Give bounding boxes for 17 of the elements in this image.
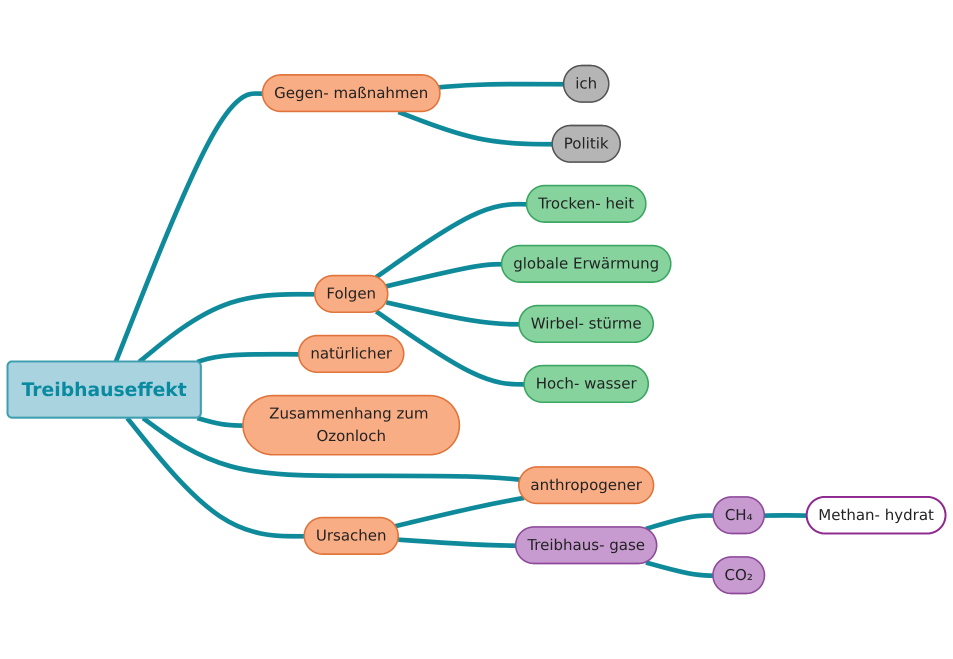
connector bbox=[386, 262, 502, 289]
connector bbox=[374, 310, 525, 387]
connector bbox=[439, 82, 564, 90]
connector bbox=[196, 416, 244, 428]
connector bbox=[394, 496, 524, 528]
connector bbox=[142, 416, 521, 482]
connector bbox=[398, 110, 553, 147]
connector bbox=[764, 513, 808, 518]
connector bbox=[645, 560, 714, 578]
connector bbox=[196, 352, 300, 364]
connector bbox=[386, 300, 520, 327]
connector bbox=[398, 537, 516, 548]
connector bbox=[125, 416, 305, 539]
connector bbox=[114, 91, 264, 363]
connector bbox=[374, 202, 528, 280]
connector bbox=[138, 292, 316, 364]
connector bbox=[645, 513, 714, 532]
